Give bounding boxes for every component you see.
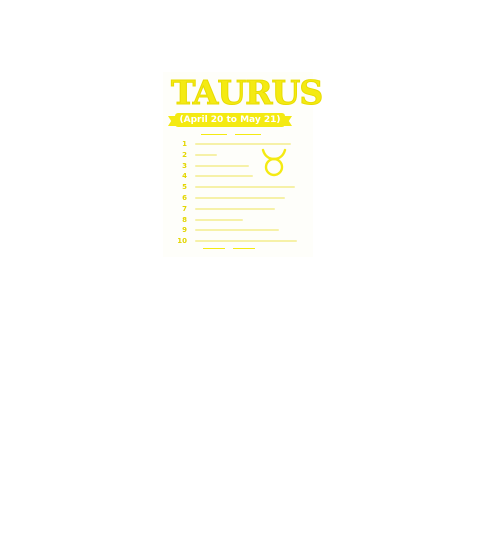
- list-item: 9: [173, 225, 303, 236]
- list-item: 10: [173, 236, 303, 247]
- top-divider: [201, 134, 227, 135]
- list-item: 4: [173, 171, 303, 182]
- list-item: 6: [173, 193, 303, 204]
- bottom-divider-right: [233, 248, 255, 249]
- list-item: 2: [173, 150, 303, 161]
- list-item: 1: [173, 139, 303, 150]
- taurus-symbol-icon: [261, 148, 287, 177]
- taurus-poster: TAURUS (April 20 to May 21) 1 2 3 4 5 6 …: [163, 72, 324, 257]
- banner-right-tail: [284, 116, 292, 126]
- poster-title: TAURUS: [171, 73, 324, 112]
- bottom-divider: [203, 248, 225, 249]
- date-range-banner: (April 20 to May 21): [175, 113, 285, 127]
- list-item: 8: [173, 215, 303, 226]
- list-item: 5: [173, 182, 303, 193]
- trait-list: 1 2 3 4 5 6 7 8 9 10: [173, 139, 303, 247]
- list-item: 7: [173, 204, 303, 215]
- top-divider-right: [235, 134, 261, 135]
- banner-left-tail: [168, 116, 176, 126]
- list-item: 3: [173, 161, 303, 172]
